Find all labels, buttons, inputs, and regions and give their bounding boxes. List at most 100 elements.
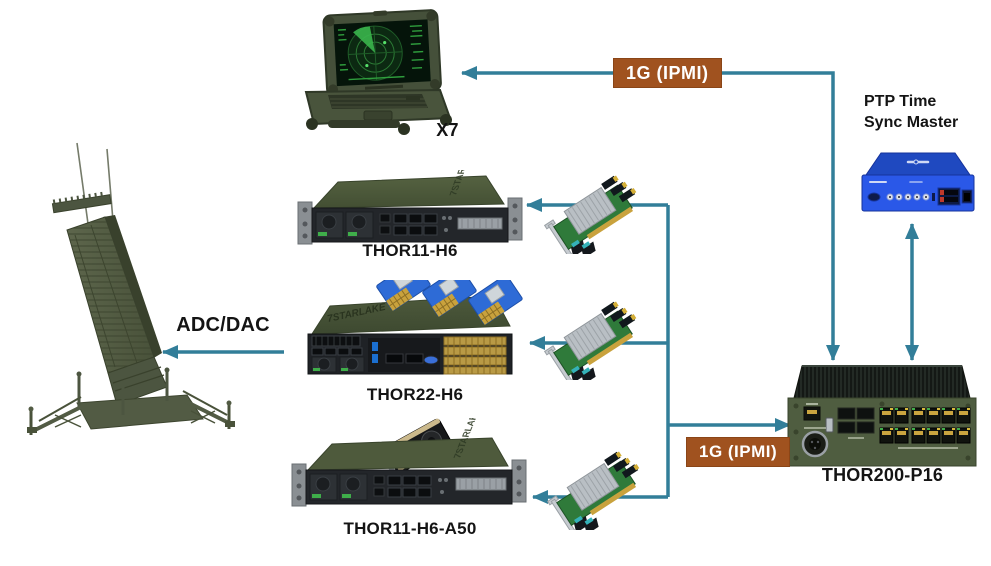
touchpad [363,110,393,121]
sfp-port [423,225,438,236]
panel-line [90,224,138,364]
psu-fan [317,357,331,371]
led-green [927,428,930,430]
led-green [942,408,945,410]
panel-edge [103,215,162,359]
nic-card-illustration [546,451,640,530]
sfp-port [423,213,438,224]
led-amber [952,428,955,430]
rj45-pins [929,431,938,435]
rj45-port [941,427,956,444]
gold-connector-row [443,366,507,375]
rj45-pins [914,431,923,435]
led-green [912,408,915,410]
iff-antenna-bar [51,191,112,214]
qsfp-cage [604,451,621,466]
rj45-pins [944,411,953,415]
rj45-port-grid [879,407,971,444]
posts [77,371,169,415]
ptp-time-sync-master-label: PTP Time Sync Master [864,92,958,134]
qsfp-port [337,347,350,356]
rj45-port [894,407,909,424]
rj45-port [956,427,971,444]
screen-data-bottom [348,75,405,81]
led-green [957,428,960,430]
thor11-h6-a50-label: THOR11-H6-A50 [343,519,477,538]
qsfp-gold-tip [624,457,631,465]
psu-fan [351,214,367,230]
power-pin [813,446,817,450]
screen-data-right [409,24,424,69]
rj45-port [879,407,894,424]
sfp-port [387,487,402,498]
ptp-label-line1: PTP Time [864,93,937,110]
led-amber [967,428,970,430]
sfp-slot [940,197,958,202]
screw-hole [879,401,885,407]
sfp-port [856,407,875,420]
psu-fan [315,476,331,492]
keyboard [328,94,428,109]
led-amber [905,408,908,410]
sfp-port [417,475,432,486]
sfp-port [408,225,423,236]
handle [328,120,400,128]
sfp-latch [940,190,944,195]
ear-hole [512,203,518,209]
rj45-pins [882,411,891,415]
radar-sweep [353,26,376,54]
optical-connector [574,516,589,530]
vga-port [423,355,439,365]
psu-fan [345,357,359,371]
sfp-slot [405,353,424,364]
connector-cap [571,365,580,374]
optical-connector [581,367,596,380]
rj45-pins [914,411,923,415]
nic-card-illustration [543,301,637,380]
rj45-pins [944,431,953,435]
thor22-h6-illustration: 7STARLAKE [307,280,523,375]
screw-hole [965,403,971,409]
panel-line [74,234,116,368]
rj45-port [956,407,971,424]
rj45-port [941,407,956,424]
lid-latch [373,10,388,17]
psu-clip [312,494,321,498]
array-panel-grid [67,217,154,373]
ear-hole [516,479,522,485]
led-green [895,408,898,410]
led-green [927,408,930,410]
thor200-p16-label: THOR200-P16 [821,465,944,485]
screen-data-left [337,28,349,71]
rj45-port [894,427,909,444]
fpga-card [376,280,431,311]
sfp-port [393,213,408,224]
led-green [942,428,945,430]
psu-clip [348,232,357,236]
mesh-panel [368,338,440,372]
led-green [912,428,915,430]
sma-pin [898,196,900,198]
usb-port [372,342,378,351]
power-pin [810,440,814,444]
screw-hole [793,403,799,409]
rj45-port [373,475,385,485]
device-top [865,152,971,176]
fpga-card [422,280,477,317]
psu-clip [341,368,348,371]
rj45-pins [897,431,906,435]
led-amber [890,428,893,430]
qsfp-port [324,347,337,356]
x7-label: X7 [436,120,459,140]
usb-port [825,417,834,433]
screw-hole [965,455,971,461]
thor11-h6-label: THOR11-H6 [362,241,458,260]
led-green [957,408,960,410]
radar-blip [383,41,387,45]
psu-clip [342,494,351,498]
rj45-port [926,407,941,424]
sfp-slot [940,190,958,195]
sma-pin [916,196,918,198]
chassis-top [312,175,505,209]
screw-hole [793,429,799,435]
